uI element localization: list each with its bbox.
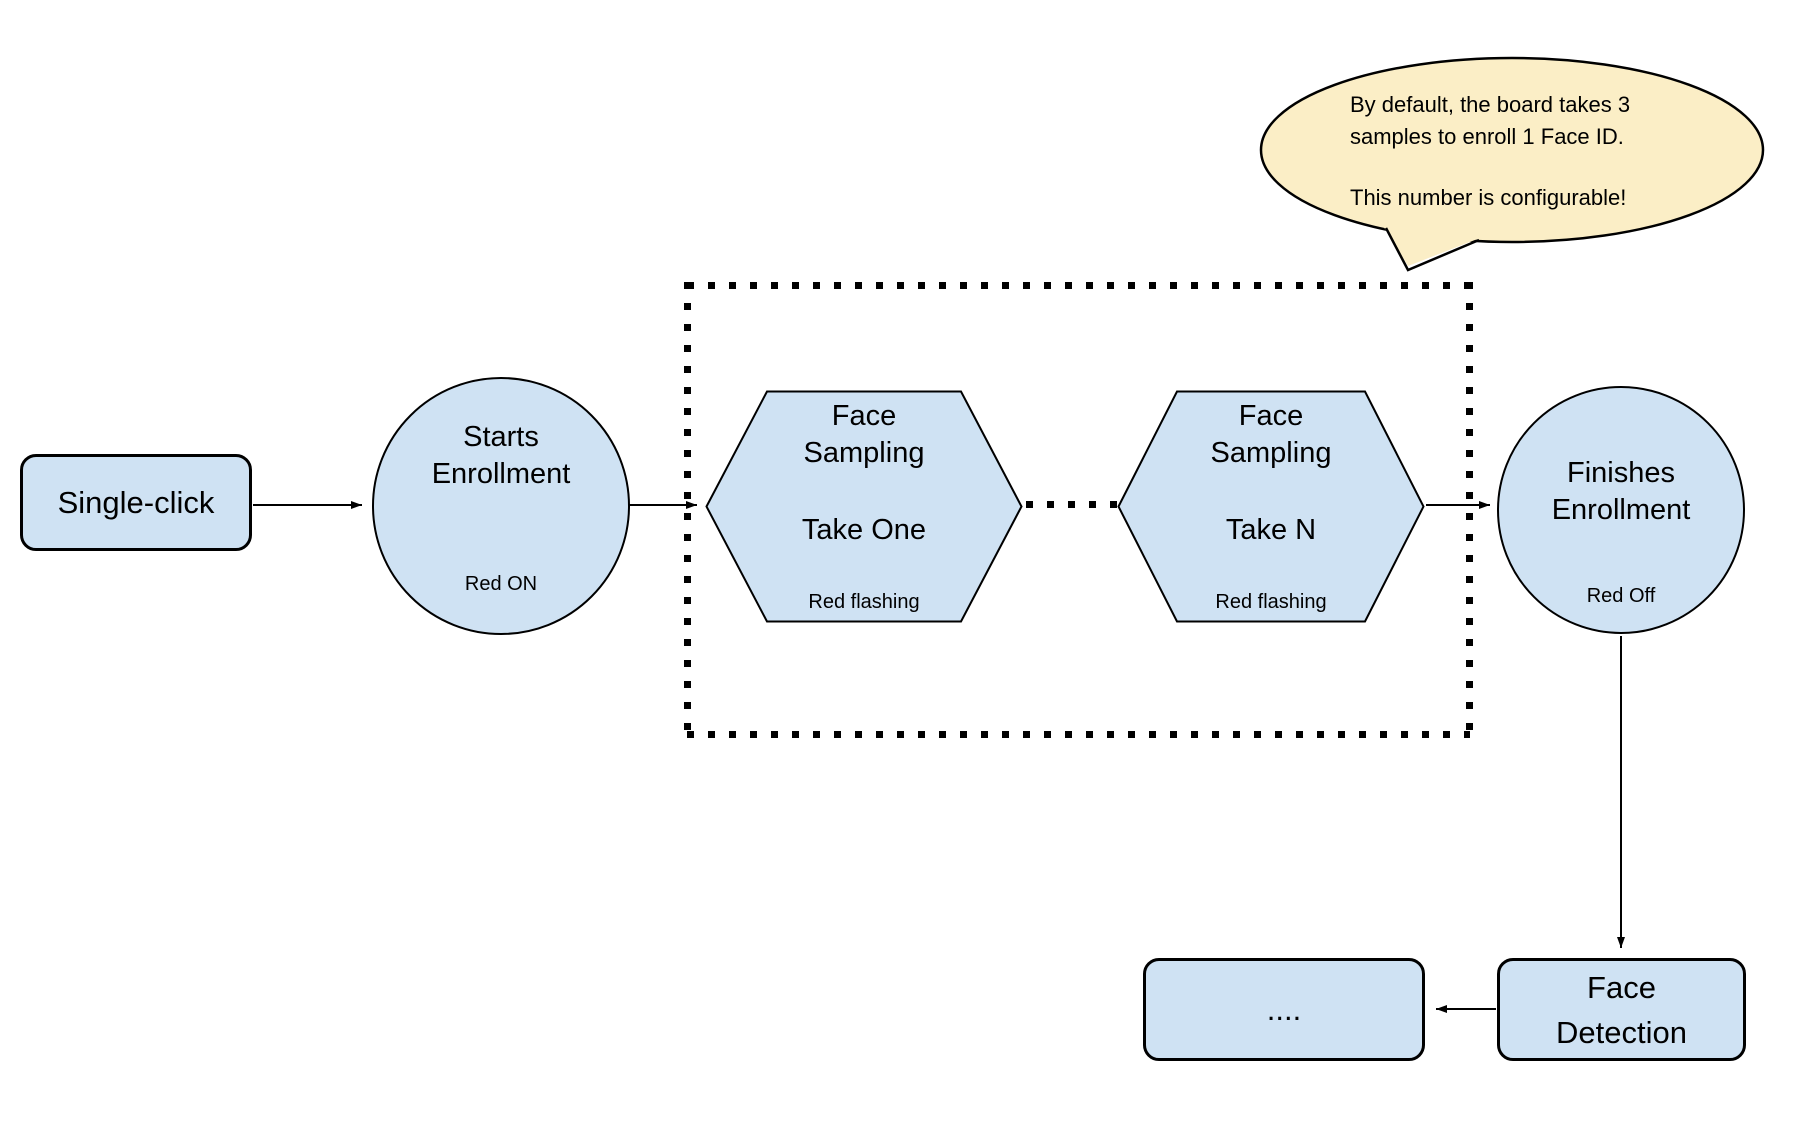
callout-text: By default, the board takes 3 samples to… (1350, 89, 1710, 214)
take-one-title: Face Sampling (803, 400, 925, 469)
take-n-status: Red flashing (1215, 591, 1327, 613)
hexagon-shape (1117, 390, 1425, 623)
callout-line-3: This number is configurable! (1350, 185, 1627, 210)
sampling-loop-border-left (684, 282, 691, 738)
continuation-node: .... (1143, 958, 1425, 1061)
finishes-enrollment-status: Red Off (1586, 585, 1656, 607)
callout-line-2: samples to enroll 1 Face ID. (1350, 124, 1624, 149)
single-click-node: Single-click (20, 454, 252, 551)
starts-enrollment-title: Starts Enrollment (431, 421, 571, 490)
single-click-label: Single-click (57, 484, 215, 520)
sampling-loop-border-right (1466, 282, 1473, 738)
hexagon-shape (705, 390, 1023, 623)
sampling-loop-border-top (687, 282, 1470, 289)
starts-enrollment-status: Red ON (464, 573, 538, 595)
callout-tail (1384, 227, 1480, 272)
face-detection-node: Face Detection (1497, 958, 1746, 1061)
take-one-status: Red flashing (808, 591, 920, 613)
face-detection-label: Face Detection (1556, 969, 1687, 1050)
take-n-step: Take N (1225, 514, 1317, 546)
take-n-title: Face Sampling (1210, 400, 1332, 469)
callout-tail-fill (1382, 206, 1480, 266)
starts-enrollment-node: Starts Enrollment Red ON (372, 377, 630, 635)
ellipsis-connector (1026, 501, 1119, 508)
finishes-enrollment-node: Finishes Enrollment Red Off (1497, 386, 1745, 634)
finishes-enrollment-title: Finishes Enrollment (1551, 457, 1691, 526)
continuation-label: .... (1266, 992, 1302, 1027)
callout-line-1: By default, the board takes 3 (1350, 92, 1631, 117)
face-sampling-take-one-node: Face Sampling Take One Red flashing (705, 390, 1023, 623)
face-sampling-take-n-node: Face Sampling Take N Red flashing (1117, 390, 1425, 623)
sampling-loop-border-bottom (687, 731, 1470, 738)
take-one-step: Take One (801, 514, 927, 546)
